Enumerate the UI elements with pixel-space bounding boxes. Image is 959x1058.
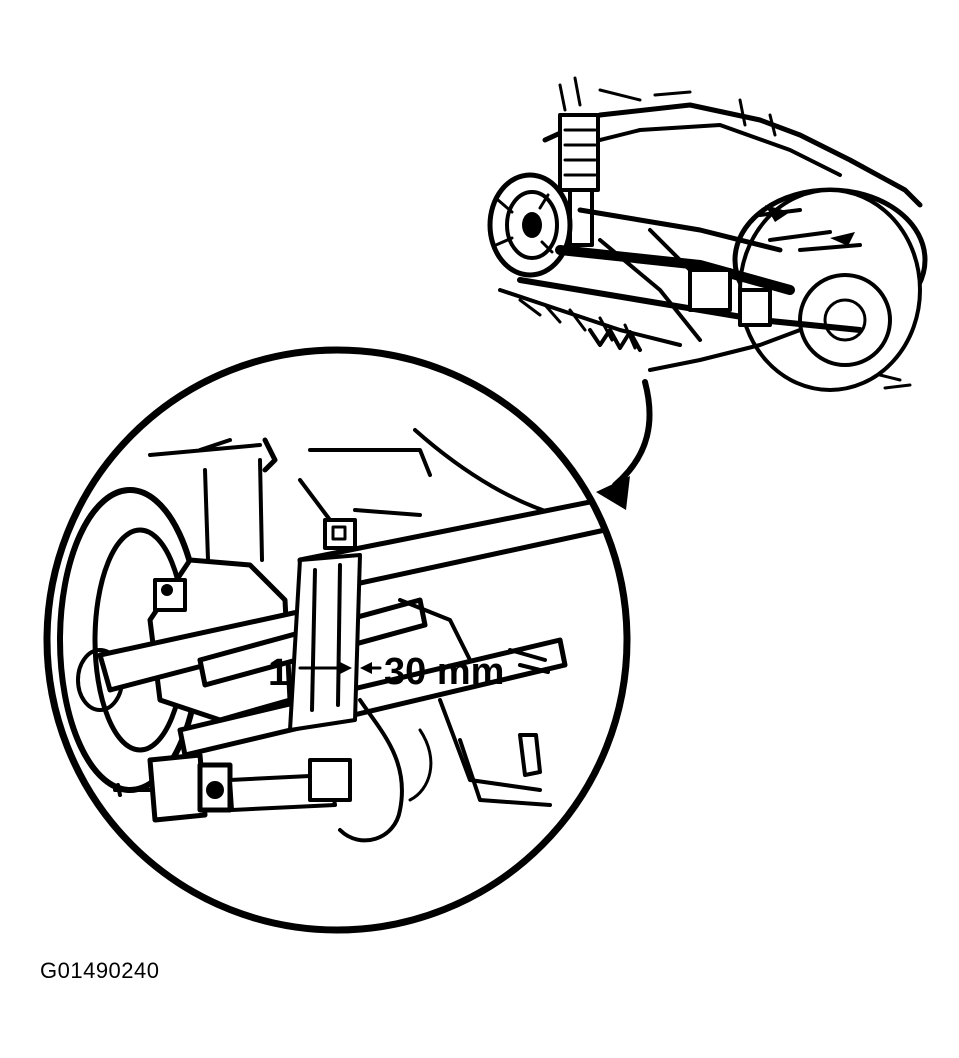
detail-view: 1 30 mm — [43, 346, 631, 934]
measurement-label: 30 mm — [384, 651, 504, 693]
callout-arrow — [596, 379, 653, 510]
overview-drawing — [487, 76, 928, 392]
figure-id: G01490240 — [40, 958, 160, 983]
item-number-label: 1 — [268, 652, 289, 694]
